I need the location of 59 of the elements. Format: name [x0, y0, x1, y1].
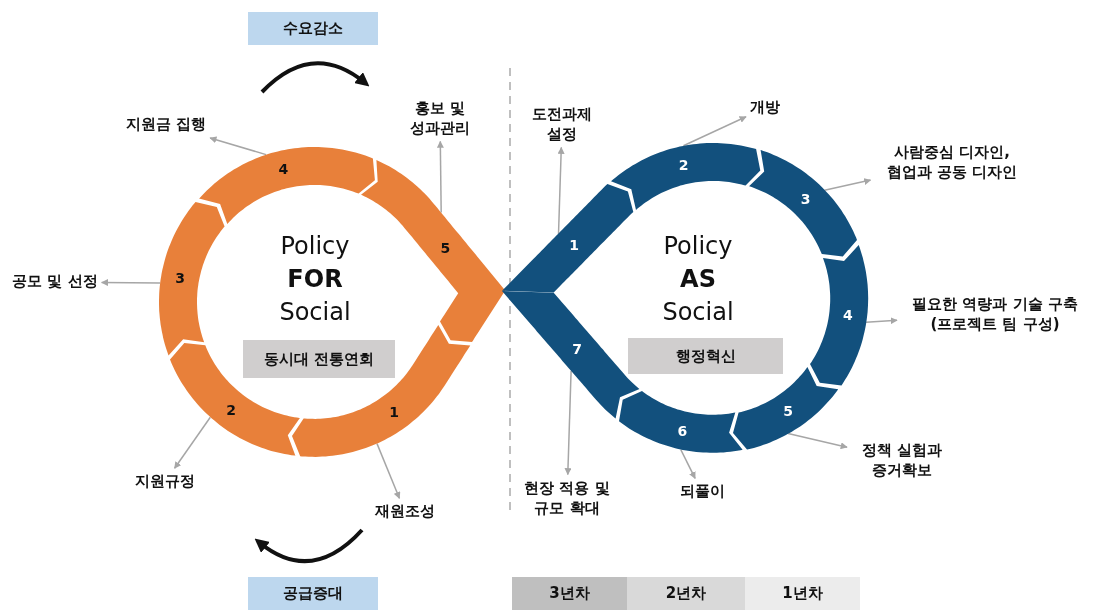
process-segment — [159, 202, 225, 356]
step-number: 4 — [278, 161, 289, 178]
process-segment — [502, 291, 640, 419]
label-box: 1년차 — [745, 577, 860, 610]
step-label: 정책 실험과 증거확보 — [851, 440, 953, 480]
step-number: 2 — [678, 157, 689, 174]
arrow — [376, 442, 401, 500]
heading-word: Social — [662, 298, 734, 326]
label-box: 행정혁신 — [628, 338, 783, 374]
process-segment — [809, 244, 868, 385]
label-box: 공급증대 — [248, 577, 378, 610]
arrow — [173, 416, 212, 470]
step-number: 3 — [175, 270, 185, 287]
step-number: 6 — [677, 422, 688, 439]
heading-word: FOR — [287, 265, 343, 293]
step-label: 되풀이 — [679, 482, 725, 502]
step-number: 1 — [389, 403, 399, 420]
step-label: 공모 및 선정 — [12, 272, 98, 292]
arrow — [100, 279, 161, 287]
heading-word: Policy — [663, 232, 733, 260]
arrow — [787, 432, 848, 450]
step-label: 재원조성 — [375, 502, 435, 522]
label-box: 3년차 — [512, 577, 627, 610]
step-number: 3 — [800, 190, 811, 207]
step-label: 필요한 역량과 기술 구축 (프로젝트 팀 구성) — [901, 294, 1089, 334]
label-box: 수요감소 — [248, 12, 378, 45]
step-number: 1 — [569, 237, 580, 254]
step-label: 지원규정 — [135, 472, 195, 492]
step-label: 도전과제 설정 — [526, 104, 598, 144]
label-box: 동시대 전통연회 — [243, 340, 395, 378]
process-segment — [361, 160, 506, 343]
step-label: 사람중심 디자인, 협업과 공동 디자인 — [874, 142, 1030, 182]
process-segment — [733, 366, 839, 450]
step-number: 5 — [440, 239, 451, 256]
arrow — [436, 140, 444, 214]
step-label: 현장 적용 및 규모 확대 — [516, 478, 618, 518]
step-number: 4 — [843, 306, 853, 323]
step-label: 개방 — [750, 98, 780, 118]
step-number: 5 — [783, 403, 793, 420]
heading-word: AS — [680, 265, 716, 293]
arrow — [865, 317, 898, 325]
step-label: 홍보 및 성과관리 — [404, 98, 476, 138]
arrow — [557, 146, 565, 235]
process-segment — [611, 143, 761, 210]
label-box: 2년차 — [627, 577, 745, 610]
step-number: 7 — [572, 340, 582, 357]
arrow — [823, 178, 872, 192]
step-number: 2 — [226, 401, 237, 418]
arrow — [680, 448, 696, 480]
process-segment — [748, 150, 857, 257]
heading-word: Social — [279, 298, 351, 326]
heading-word: Policy — [280, 232, 350, 260]
process-segment — [502, 184, 634, 293]
arrow — [209, 136, 267, 156]
arrow — [682, 116, 747, 147]
process-segment — [198, 147, 375, 224]
process-segment — [619, 391, 743, 453]
step-label: 지원금 집행 — [125, 115, 207, 135]
arrow — [564, 370, 572, 476]
